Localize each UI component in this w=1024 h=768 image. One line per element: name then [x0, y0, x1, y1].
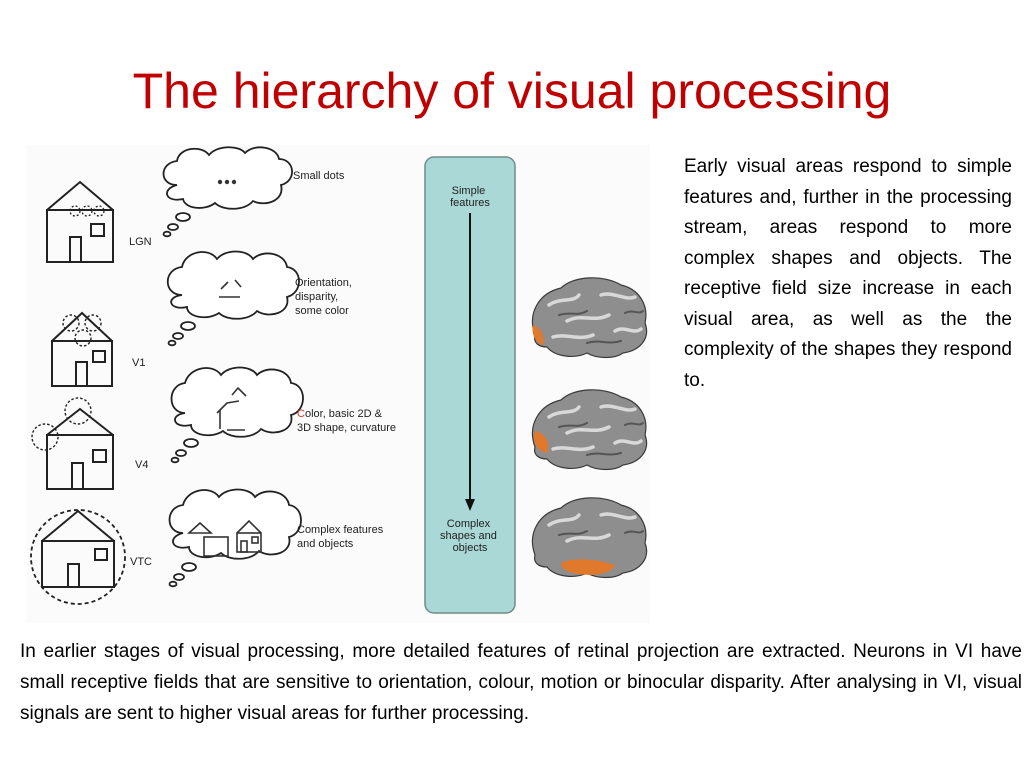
bar-top-label: Simple features: [450, 185, 490, 209]
area-label-v4: V4: [135, 459, 148, 471]
area-label-vtc: VTC: [130, 556, 152, 568]
house-lgn: [46, 180, 114, 263]
bar-bottom-label: Complex shapes and objects: [440, 518, 500, 554]
brain-icon: [531, 497, 648, 579]
slide-title: The hierarchy of visual processing: [132, 63, 892, 119]
brain-icon: [531, 277, 648, 359]
feature-label-lgn: Small dots: [293, 170, 345, 182]
orientation-feature-icon: [219, 279, 242, 298]
house-vtc: [30, 509, 126, 605]
feature-label-v4: Color, basic 2D & 3D shape, curvature: [297, 408, 396, 434]
bottom-description: In earlier stages of visual processing, …: [20, 641, 1022, 724]
brain-icon: [531, 389, 648, 471]
feature-label-v1: Orientation, disparity, some color: [295, 277, 355, 317]
visual-hierarchy-figure: LGN Small dots V1 Orientation, disparity…: [27, 145, 650, 623]
objects-feature-icon: [186, 519, 262, 557]
thought-bubble-vtc: [168, 488, 302, 588]
dots-feature-icon: [217, 179, 237, 185]
feature-label-vtc: Complex features and objects: [297, 524, 386, 550]
area-label-lgn: LGN: [129, 236, 152, 248]
shape-feature-icon: [216, 386, 247, 431]
thought-bubble-v1: [167, 250, 300, 347]
side-description: Early visual areas respond to simple fea…: [684, 156, 1012, 391]
house-v4: [31, 397, 114, 490]
house-v1: [51, 311, 113, 387]
thought-bubble-lgn: [162, 146, 293, 238]
arrowhead-icon: [465, 499, 475, 511]
thought-bubble-v4: [170, 366, 304, 464]
area-label-v1: V1: [132, 357, 145, 369]
